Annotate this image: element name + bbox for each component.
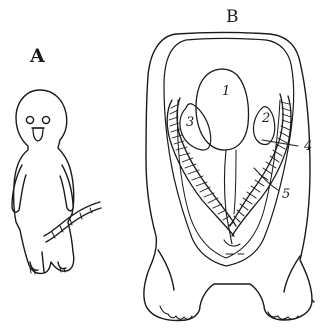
callout-4: 4 xyxy=(303,139,312,154)
panel-b-label: B xyxy=(226,7,239,27)
callout-5: 5 xyxy=(282,187,290,202)
callout-1: 1 xyxy=(222,84,230,99)
figure-b-body xyxy=(144,33,314,321)
panel-a-label: A xyxy=(29,45,45,67)
callout-3: 3 xyxy=(186,115,194,130)
figure-a-body xyxy=(12,90,101,274)
callout-2: 2 xyxy=(261,111,270,126)
